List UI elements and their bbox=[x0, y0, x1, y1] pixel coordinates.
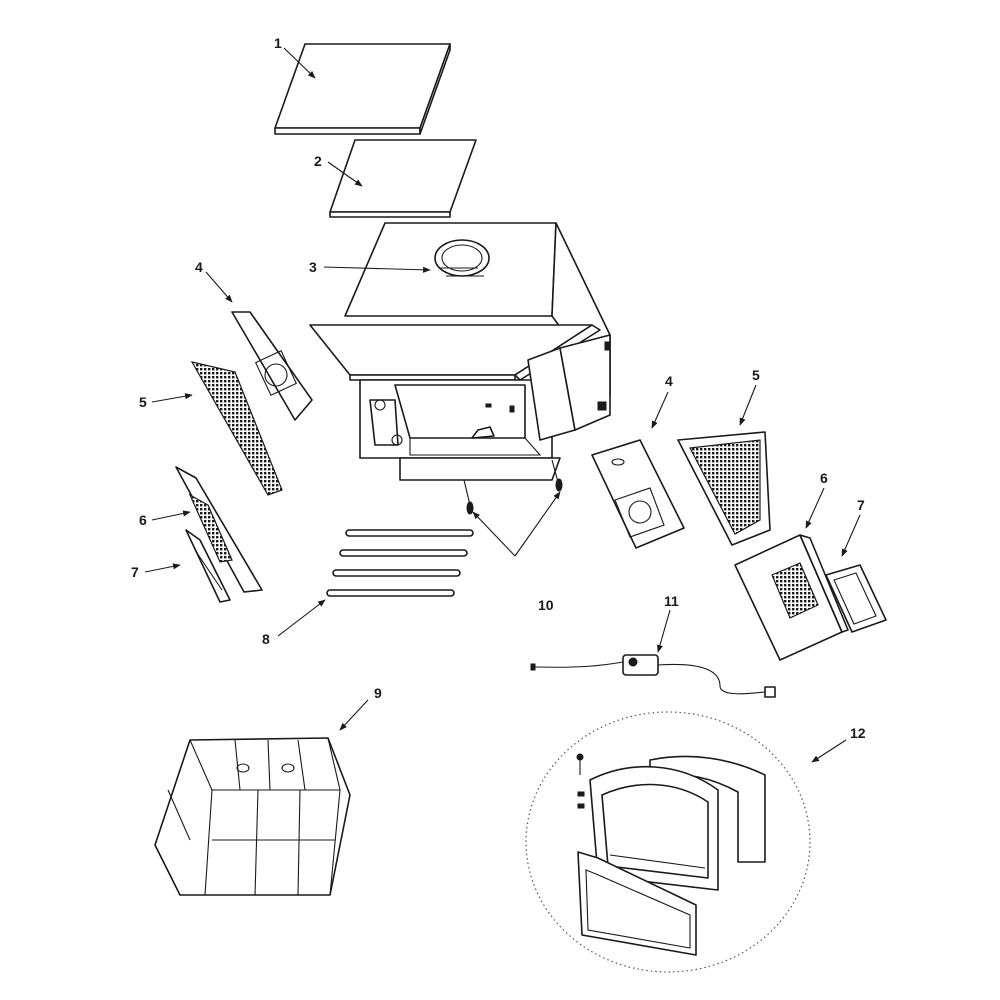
part-6-right-shroud bbox=[734, 534, 849, 661]
leader-arrows bbox=[144, 47, 861, 763]
part-7-right-grille-frame bbox=[825, 564, 887, 633]
callout-labels: 1 2 3 4 4 5 5 6 6 7 7 8 9 10 11 12 bbox=[131, 35, 866, 741]
callout-6-left: 6 bbox=[139, 512, 147, 528]
callout-2: 2 bbox=[314, 153, 322, 169]
callout-7-left: 7 bbox=[131, 564, 139, 580]
callout-6-right: 6 bbox=[820, 470, 828, 486]
callout-5-left: 5 bbox=[139, 394, 147, 410]
part-3-flue-collar bbox=[440, 267, 484, 277]
part-8-rods bbox=[326, 529, 474, 597]
part-12-door-assembly bbox=[525, 711, 811, 973]
callout-7-right: 7 bbox=[857, 497, 865, 513]
part-4-right-blower-housing bbox=[591, 439, 685, 549]
callout-9: 9 bbox=[374, 685, 382, 701]
callout-4-right: 4 bbox=[665, 373, 673, 389]
part-7-left-grille bbox=[185, 529, 231, 603]
callout-8: 8 bbox=[262, 631, 270, 647]
part-1-top-panel bbox=[274, 43, 451, 135]
part-6-left-shroud bbox=[175, 466, 263, 593]
part-9-firebrick-liner bbox=[154, 737, 351, 896]
callout-3: 3 bbox=[309, 259, 317, 275]
callout-10: 10 bbox=[538, 597, 554, 613]
part-2-insulation-panel bbox=[329, 139, 477, 218]
part-11-control-cord bbox=[530, 654, 776, 698]
callout-11: 11 bbox=[664, 593, 679, 609]
part-4-left-blower-housing bbox=[231, 311, 313, 421]
callout-5-right: 5 bbox=[752, 367, 760, 383]
callout-12: 12 bbox=[850, 725, 866, 741]
callout-1: 1 bbox=[274, 35, 282, 51]
callout-4-left: 4 bbox=[195, 259, 203, 275]
part-5-right-grill-panel bbox=[677, 431, 771, 546]
firebox-body bbox=[309, 222, 611, 515]
part-5-left-grill-panel bbox=[190, 361, 283, 496]
